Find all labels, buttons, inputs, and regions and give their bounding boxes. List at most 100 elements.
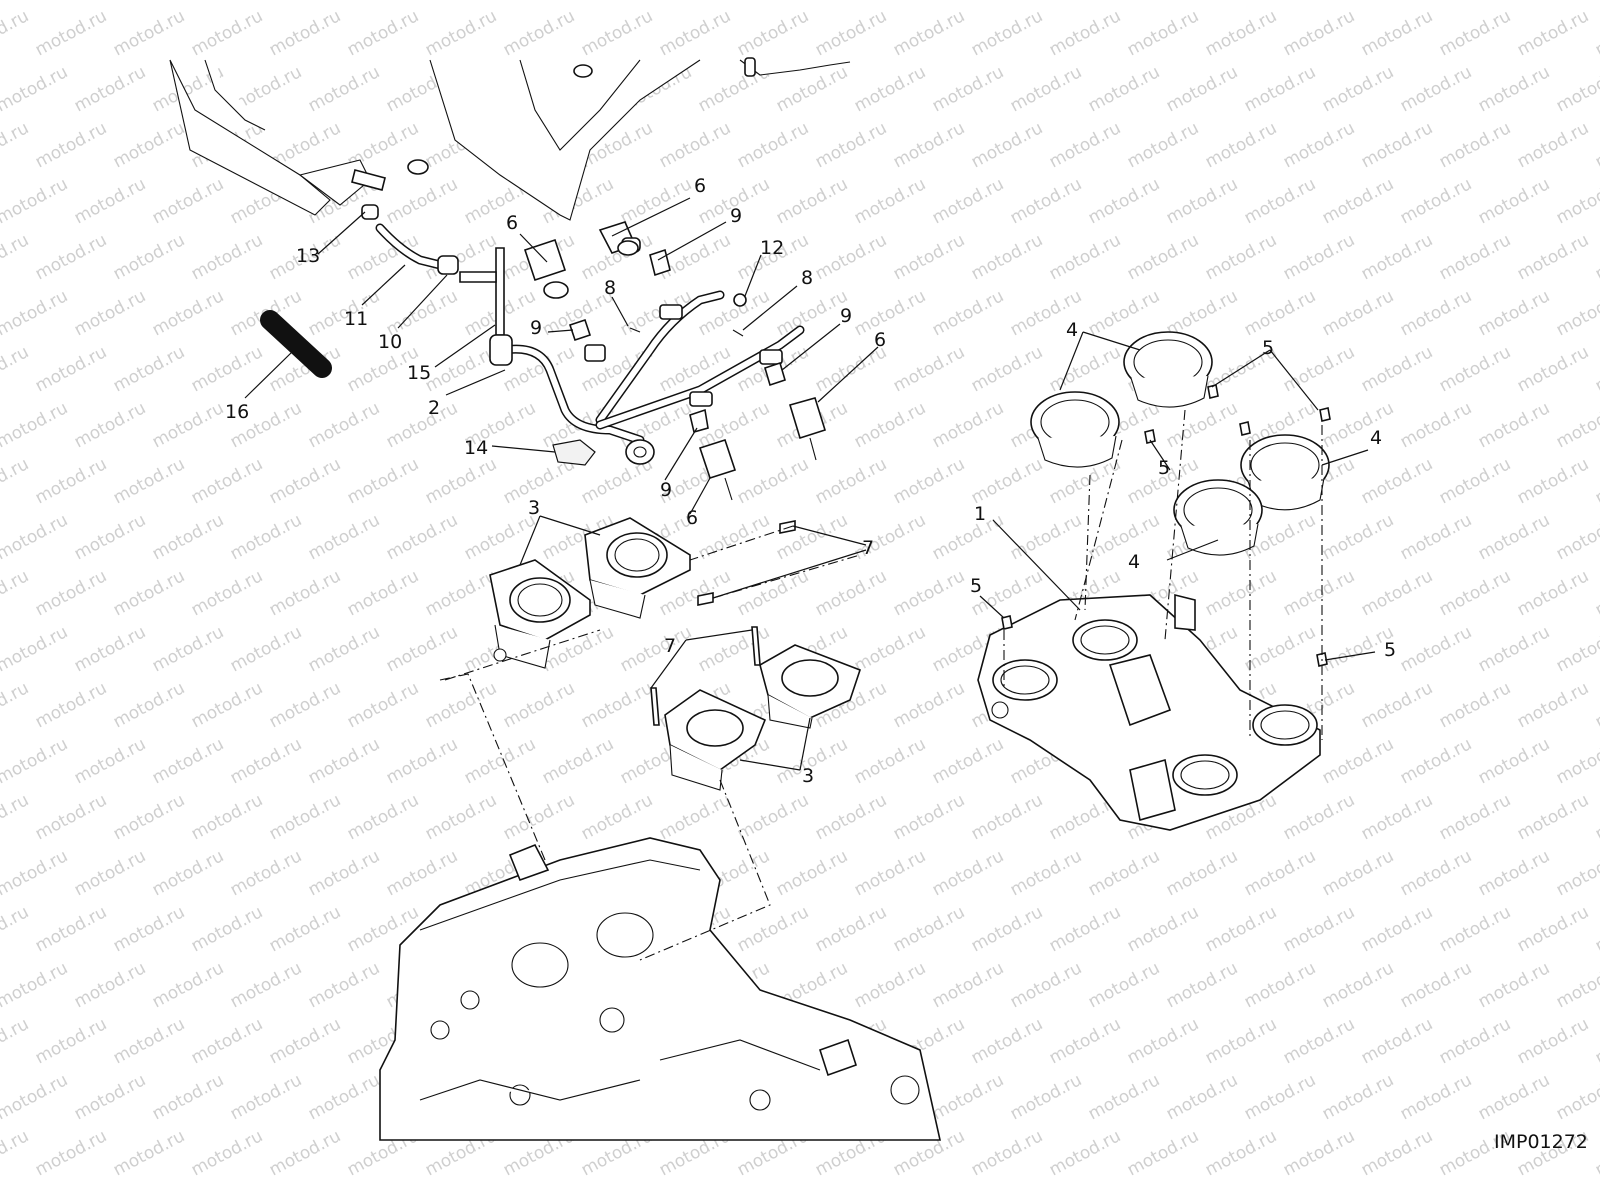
watermark-text: motod.ru <box>500 678 578 732</box>
watermark-text: motod.ru <box>1046 6 1124 60</box>
watermark-text: motod.ru <box>929 62 1007 116</box>
watermark-text: motod.ru <box>929 174 1007 228</box>
watermark-text: motod.ru <box>0 790 32 844</box>
watermark-text: motod.ru <box>149 734 227 788</box>
watermark-text: motod.ru <box>929 286 1007 340</box>
clip-9b <box>649 248 671 277</box>
watermark-text: motod.ru <box>266 1126 344 1180</box>
watermark-text: motod.ru <box>0 118 32 172</box>
frame-structure <box>169 57 851 221</box>
watermark-text: motod.ru <box>1358 230 1436 284</box>
watermark-text: motod.ru <box>1319 734 1397 788</box>
screw-8b <box>732 329 744 337</box>
watermark-text: motod.ru <box>32 230 110 284</box>
watermark-text: motod.ru <box>1358 790 1436 844</box>
intake-flange-3-upper-right <box>584 517 691 619</box>
watermark-text: motod.ru <box>1085 846 1163 900</box>
watermark-text: motod.ru <box>1319 62 1397 116</box>
watermark-text: motod.ru <box>1319 846 1397 900</box>
watermark-text: motod.ru <box>773 510 851 564</box>
watermark-text: motod.ru <box>110 118 188 172</box>
watermark-text: motod.ru <box>851 846 929 900</box>
watermark-text: motod.ru <box>1553 398 1600 452</box>
watermark-text: motod.ru <box>1241 958 1319 1012</box>
watermark-text: motod.ru <box>32 1014 110 1068</box>
watermark-text: motod.ru <box>227 622 305 676</box>
watermark-text: motod.ru <box>851 622 929 676</box>
watermark-text: motod.ru <box>1514 342 1592 396</box>
diagram-reference-code: IMP01272 <box>1494 1131 1588 1153</box>
watermark-text: motod.ru <box>461 734 539 788</box>
watermark-text: motod.ru <box>890 118 968 172</box>
watermark-text: motod.ru <box>968 342 1046 396</box>
watermark-text: motod.ru <box>1202 6 1280 60</box>
watermark-text: motod.ru <box>383 734 461 788</box>
watermark-text: motod.ru <box>188 6 266 60</box>
callout-11: 11 <box>344 308 368 330</box>
watermark-text: motod.ru <box>422 6 500 60</box>
watermark-text: motod.ru <box>422 790 500 844</box>
watermark-text: motod.ru <box>110 342 188 396</box>
watermark-text: motod.ru <box>851 0 929 4</box>
callout-2: 2 <box>428 397 440 419</box>
watermark-text: motod.ru <box>1436 454 1514 508</box>
watermark-text: motod.ru <box>1475 174 1553 228</box>
watermark-text: motod.ru <box>812 118 890 172</box>
callout-5-right: 5 <box>1384 639 1396 661</box>
watermark-text: motod.ru <box>1397 0 1475 4</box>
watermark-text: motod.ru <box>1592 790 1600 844</box>
watermark-text: motod.ru <box>1007 0 1085 4</box>
watermark-text: motod.ru <box>1007 1070 1085 1124</box>
watermark-text: motod.ru <box>1475 510 1553 564</box>
watermark-text: motod.ru <box>773 0 851 4</box>
watermark-text: motod.ru <box>1202 566 1280 620</box>
watermark-text: motod.ru <box>1085 286 1163 340</box>
watermark-text: motod.ru <box>110 790 188 844</box>
watermark-text: motod.ru <box>188 566 266 620</box>
watermark-text: motod.ru <box>1202 118 1280 172</box>
watermark-text: motod.ru <box>1397 510 1475 564</box>
watermark-text: motod.ru <box>344 6 422 60</box>
watermark-text: motod.ru <box>266 6 344 60</box>
watermark-text: motod.ru <box>1475 286 1553 340</box>
watermark-text: motod.ru <box>773 174 851 228</box>
watermark-text: motod.ru <box>578 678 656 732</box>
watermark-text: motod.ru <box>1397 1070 1475 1124</box>
watermark-text: motod.ru <box>1514 678 1592 732</box>
watermark-text: motod.ru <box>1124 1014 1202 1068</box>
watermark-text: motod.ru <box>1397 62 1475 116</box>
watermark-text: motod.ru <box>110 678 188 732</box>
intake-funnel-4b <box>1123 331 1213 408</box>
intake-flange-3-upper-left <box>489 559 591 669</box>
watermark-text: motod.ru <box>188 902 266 956</box>
watermark-text: motod.ru <box>422 566 500 620</box>
watermark-text: motod.ru <box>968 902 1046 956</box>
watermark-text: motod.ru <box>1358 566 1436 620</box>
watermark-text: motod.ru <box>1592 1126 1600 1180</box>
watermark-text: motod.ru <box>188 230 266 284</box>
watermark-text: motod.ru <box>1241 622 1319 676</box>
callout-5-mid: 5 <box>1158 457 1170 479</box>
screw-7-set <box>650 520 796 726</box>
watermark-text: motod.ru <box>1397 286 1475 340</box>
watermark-text: motod.ru <box>812 6 890 60</box>
watermark-text: motod.ru <box>1553 846 1600 900</box>
watermark-text: motod.ru <box>1202 1014 1280 1068</box>
watermark-text: motod.ru <box>968 790 1046 844</box>
clip-9d <box>689 408 709 433</box>
watermark-text: motod.ru <box>539 0 617 4</box>
watermark-text: motod.ru <box>1358 902 1436 956</box>
callout-9-bottom: 9 <box>660 479 672 501</box>
watermark-text: motod.ru <box>71 1070 149 1124</box>
watermark-text: motod.ru <box>305 62 383 116</box>
watermark-text: motod.ru <box>71 0 149 4</box>
injector-6c <box>788 397 827 461</box>
watermark-text: motod.ru <box>149 510 227 564</box>
watermark-text: motod.ru <box>1514 902 1592 956</box>
watermark-text: motod.ru <box>656 230 734 284</box>
watermark-text: motod.ru <box>1007 174 1085 228</box>
watermark-text: motod.ru <box>110 1126 188 1180</box>
watermark-text: motod.ru <box>1163 174 1241 228</box>
watermark-text: motod.ru <box>305 846 383 900</box>
callout-6-top: 6 <box>694 175 706 197</box>
